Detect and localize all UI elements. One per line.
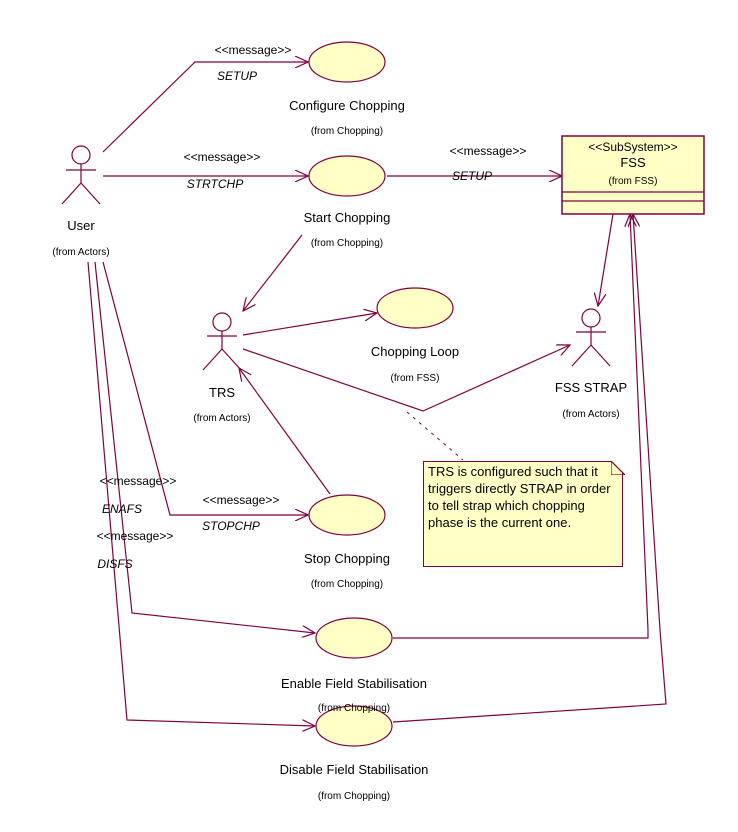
actor-user-from: (from Actors) — [52, 247, 109, 258]
message-name: STRTCHP — [187, 177, 243, 191]
actor-trs[interactable] — [202, 312, 242, 371]
use-case-configure-from: (from Chopping) — [311, 126, 383, 137]
note-text: TRS is configured such that it triggers … — [428, 464, 611, 530]
assoc-user-disable[interactable] — [87, 261, 315, 726]
actor-icon — [571, 308, 611, 367]
assoc-trs-loop[interactable] — [242, 313, 377, 336]
message-stereotype: <<message>> — [450, 144, 527, 158]
subsystem-name: FSS — [620, 155, 646, 170]
use-case-configure-name: Configure Chopping — [289, 98, 405, 113]
use-case-disable-field-stabilisation[interactable] — [315, 705, 393, 747]
note[interactable]: TRS is configured such that it triggers … — [423, 461, 623, 567]
actor-user-name: User — [67, 218, 95, 233]
message-name: SETUP — [452, 169, 492, 183]
actor-icon — [202, 312, 242, 371]
assoc-stop-trs[interactable] — [239, 368, 331, 495]
message-stereotype: <<message>> — [203, 493, 280, 507]
message-name: DISFS — [97, 557, 132, 571]
message-stereotype: <<message>> — [100, 474, 177, 488]
use-case-stop-name: Stop Chopping — [304, 551, 390, 566]
assoc-user-stop[interactable] — [102, 261, 308, 515]
use-case-start-from: (from Chopping) — [311, 238, 383, 249]
subsystem-from: (from FSS) — [609, 176, 658, 187]
use-case-disable-from: (from Chopping) — [318, 791, 390, 802]
assoc-trs-strap[interactable] — [242, 345, 570, 412]
message-name: ENAFS — [102, 502, 142, 516]
use-case-enable-from: (from Chopping) — [318, 703, 390, 714]
message-stereotype: <<message>> — [97, 529, 174, 543]
assoc-user-configure[interactable] — [102, 62, 308, 153]
actor-fss-strap[interactable] — [571, 308, 611, 367]
assoc-disable-fss[interactable] — [392, 214, 667, 723]
assoc-enable-fss[interactable] — [393, 214, 649, 639]
actor-trs-name: TRS — [209, 385, 235, 400]
use-case-configure-chopping[interactable] — [308, 41, 386, 83]
message-stereotype: <<message>> — [215, 43, 292, 57]
use-case-disable-name: Disable Field Stabilisation — [280, 762, 429, 777]
use-case-loop-name: Chopping Loop — [371, 344, 459, 359]
use-case-start-name: Start Chopping — [304, 210, 391, 225]
actor-trs-from: (from Actors) — [193, 413, 250, 424]
actor-user[interactable] — [61, 145, 101, 205]
use-case-enable-field-stabilisation[interactable] — [315, 617, 393, 659]
use-case-enable-name: Enable Field Stabilisation — [281, 676, 427, 691]
message-name: STOPCHP — [202, 519, 260, 533]
assoc-fss-strap[interactable] — [598, 213, 614, 306]
use-case-loop-from: (from FSS) — [391, 373, 440, 384]
note-fold-corner — [611, 461, 625, 475]
actor-icon — [61, 145, 101, 205]
use-case-stop-from: (from Chopping) — [311, 579, 383, 590]
assoc-start-trs[interactable] — [243, 234, 303, 311]
use-case-start-chopping[interactable] — [308, 155, 386, 197]
actor-fss-strap-from: (from Actors) — [562, 409, 619, 420]
message-stereotype: <<message>> — [184, 150, 261, 164]
subsystem-fss[interactable]: <<SubSystem>> FSS (from FSS) — [561, 135, 705, 215]
use-case-chopping-loop[interactable] — [376, 287, 454, 329]
actor-fss-strap-name: FSS STRAP — [555, 380, 627, 395]
use-case-stop-chopping[interactable] — [308, 494, 386, 536]
assoc-user-enable[interactable] — [94, 261, 315, 633]
note-anchor-line — [406, 411, 464, 461]
subsystem-stereotype: <<SubSystem>> — [588, 140, 677, 154]
message-name: SETUP — [217, 69, 257, 83]
